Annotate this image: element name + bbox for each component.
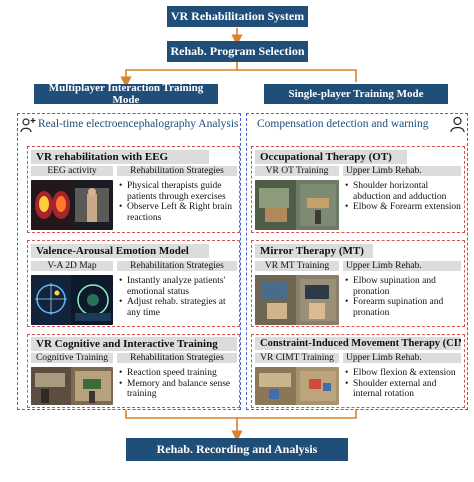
list-item: Forearm supination and pronation (345, 297, 464, 318)
strategy-list: Reaction speed training Memory and balan… (118, 368, 239, 400)
section-title: Occupational Therapy (OT) (255, 150, 407, 164)
strategy-list: Shoulder horizontal abduction and adduct… (344, 181, 464, 213)
list-item: Elbow supination and pronation (345, 276, 464, 297)
right-panel (246, 113, 468, 410)
strategy-label: Rehabilitation Strategies (117, 353, 237, 363)
strategy-label: Upper Limb Rehab. (343, 353, 461, 363)
cimt-training-image (255, 367, 339, 405)
program-selection-box: Rehab. Program Selection (167, 41, 308, 62)
eeg-image (31, 180, 113, 230)
cognitive-training-section (27, 334, 240, 408)
emotion-model-section (27, 240, 240, 327)
list-item: Observe Left & Right brain reactions (119, 202, 239, 223)
list-item: Instantly analyze patients' emotional st… (119, 276, 239, 297)
media-label: VR OT Training (255, 166, 339, 176)
left-panel (17, 113, 241, 410)
eeg-section (27, 146, 240, 233)
section-title: Mirror Therapy (MT) (255, 244, 373, 258)
right-panel-title: Compensation detection and warning (257, 118, 429, 130)
va-map-image (31, 275, 113, 325)
cimt-section (251, 334, 465, 408)
strategy-label: Upper Limb Rehab. (343, 261, 461, 271)
list-item: Elbow & Forearm extension (345, 202, 464, 213)
ot-section (251, 146, 465, 233)
mt-training-image (255, 275, 339, 325)
media-label: EEG activity (31, 166, 113, 176)
left-panel-title: Real-time electroencephalography Analysi… (38, 118, 239, 130)
media-label: Cognitive Training (31, 353, 113, 363)
list-item: Physical therapists guide patients throu… (119, 181, 239, 202)
ot-training-image (255, 180, 339, 230)
media-label: VR MT Training (255, 261, 339, 271)
section-title: VR Cognitive and Interactive Training (31, 337, 237, 351)
list-item: Shoulder external and internal rotation (345, 379, 464, 400)
section-title: Valence-Arousal Emotion Model (31, 244, 209, 258)
person-icon (450, 116, 465, 133)
list-item: Memory and balance sense training (119, 379, 239, 400)
strategy-label: Rehabilitation Strategies (117, 166, 237, 176)
media-label: V-A 2D Map (31, 261, 113, 271)
media-label: VR CIMT Training (255, 353, 339, 363)
strategy-list: Elbow flexion & extension Shoulder exter… (344, 368, 464, 400)
add-person-icon (20, 117, 36, 133)
strategy-list: Instantly analyze patients' emotional st… (118, 276, 239, 318)
system-title-box: VR Rehabilitation System (167, 6, 308, 27)
list-item: Adjust rehab. strategies at any time (119, 297, 239, 318)
strategy-list: Elbow supination and pronation Forearm s… (344, 276, 464, 318)
recording-analysis-box: Rehab. Recording and Analysis (126, 438, 348, 461)
section-title: Constraint-Induced Movement Therapy (CIM… (255, 337, 461, 350)
section-title: VR rehabilitation with EEG (31, 150, 209, 164)
list-item: Shoulder horizontal abduction and adduct… (345, 181, 464, 202)
list-item: Reaction speed training (119, 368, 239, 379)
strategy-label: Rehabilitation Strategies (117, 261, 237, 271)
cognitive-training-image (31, 367, 113, 405)
single-mode-box: Single-player Training Mode (264, 84, 448, 104)
list-item: Elbow flexion & extension (345, 368, 464, 379)
mt-section (251, 240, 465, 327)
strategy-list: Physical therapists guide patients throu… (118, 181, 239, 223)
multiplayer-mode-box: Multiplayer Interaction Training Mode (34, 82, 218, 106)
strategy-label: Upper Limb Rehab. (343, 166, 461, 176)
